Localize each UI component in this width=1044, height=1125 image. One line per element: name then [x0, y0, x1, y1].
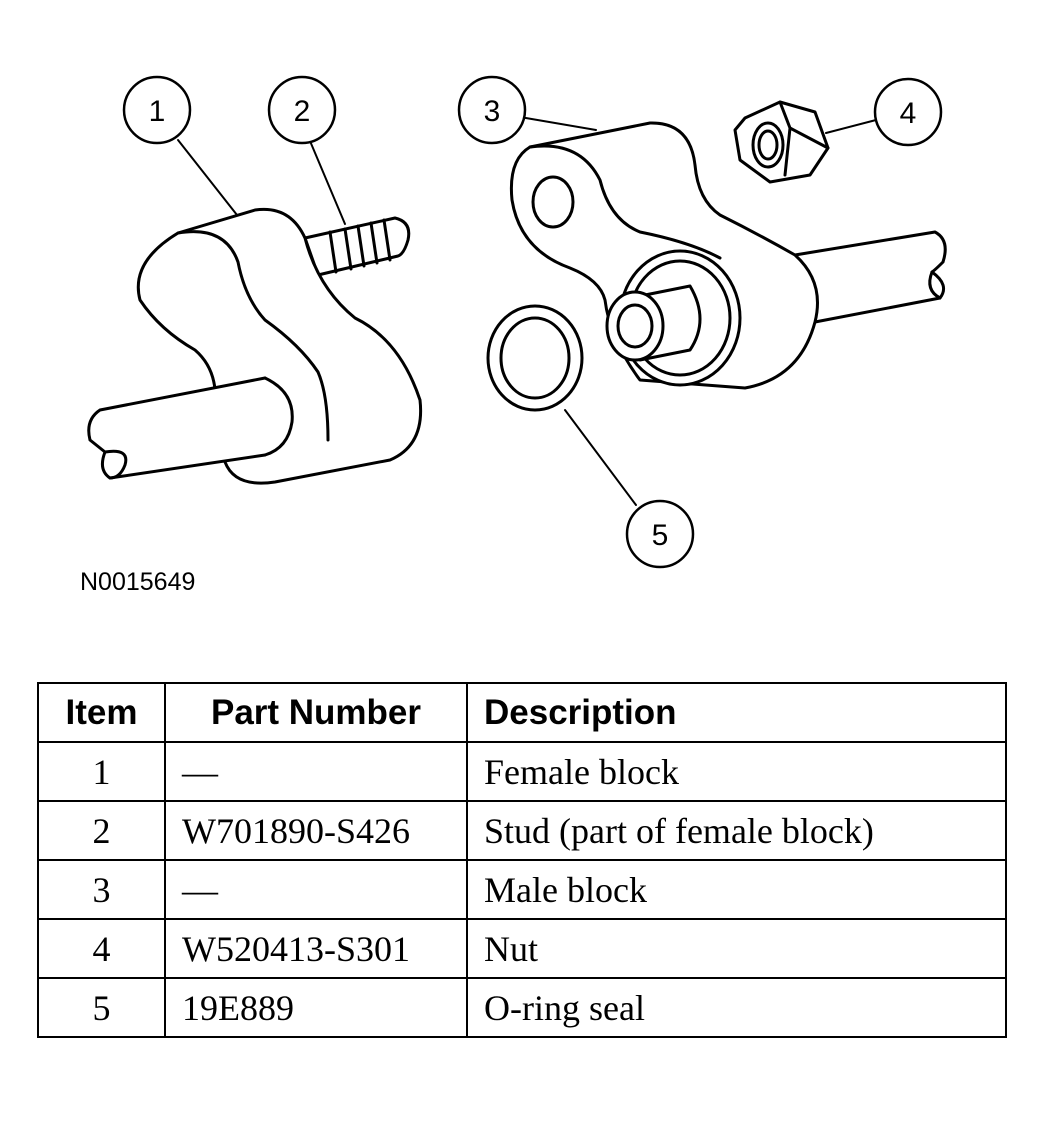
leader-line-4: [825, 119, 877, 134]
o-ring-illustration: [486, 304, 584, 412]
part-number-cell: —: [164, 741, 468, 802]
callout-3-label: 3: [484, 95, 501, 128]
item-cell: 4: [37, 918, 166, 979]
leader-lines: [177, 116, 877, 506]
item-cell: 2: [37, 800, 166, 861]
nut-illustration: [733, 100, 830, 184]
figure-id: N0015649: [80, 568, 196, 596]
description-cell: Male block: [466, 859, 1007, 920]
callout-2: 2: [267, 75, 337, 145]
female-block-illustration: [87, 207, 423, 485]
item-cell: 1: [37, 741, 166, 802]
callout-1: 1: [122, 75, 192, 145]
header-part-number: Part Number: [164, 682, 468, 743]
callout-1-label: 1: [149, 95, 166, 128]
leader-line-3: [519, 116, 597, 131]
table-row: 1 — Female block: [37, 741, 1007, 802]
description-cell: Nut: [466, 918, 1007, 979]
parts-table: Item Part Number Description 1 — Female …: [37, 682, 1007, 1038]
description-cell: Female block: [466, 741, 1007, 802]
table-header-row: Item Part Number Description: [37, 682, 1007, 743]
leader-line-5: [564, 409, 637, 506]
leader-line-2: [309, 140, 346, 225]
header-description: Description: [466, 682, 1007, 743]
part-number-cell: 19E889: [164, 977, 468, 1038]
callout-4-label: 4: [900, 97, 917, 130]
part-number-cell: W701890-S426: [164, 800, 468, 861]
part-number-cell: —: [164, 859, 468, 920]
description-cell: O-ring seal: [466, 977, 1007, 1038]
item-cell: 5: [37, 977, 166, 1038]
part-number-cell: W520413-S301: [164, 918, 468, 979]
table-row: 4 W520413-S301 Nut: [37, 918, 1007, 979]
table-row: 3 — Male block: [37, 859, 1007, 920]
item-cell: 3: [37, 859, 166, 920]
header-item: Item: [37, 682, 166, 743]
table-row: 5 19E889 O-ring seal: [37, 977, 1007, 1038]
description-cell: Stud (part of female block): [466, 800, 1007, 861]
diagram-drawing: 1 2 3 4 5: [87, 75, 947, 569]
callout-2-label: 2: [294, 95, 311, 128]
table-row: 2 W701890-S426 Stud (part of female bloc…: [37, 800, 1007, 861]
stud-illustration: [303, 216, 411, 277]
callout-4: 4: [873, 77, 943, 147]
callout-5: 5: [625, 499, 695, 569]
exploded-diagram: 1 2 3 4 5: [87, 75, 947, 569]
callout-3: 3: [457, 75, 527, 145]
leader-line-1: [177, 139, 238, 216]
callouts: 1 2 3 4 5: [122, 75, 943, 569]
male-block-illustration: [509, 121, 947, 390]
callout-5-label: 5: [652, 519, 669, 552]
